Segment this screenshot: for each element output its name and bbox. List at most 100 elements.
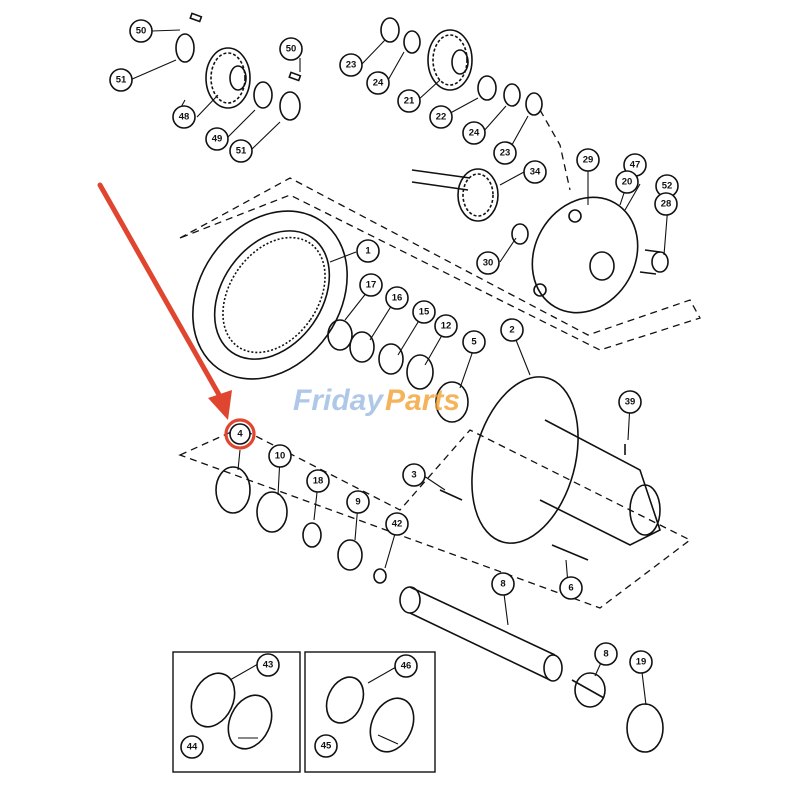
svg-text:23: 23 (346, 60, 357, 71)
svg-text:1: 1 (365, 246, 371, 257)
callout-4: 4 (229, 423, 251, 445)
svg-text:21: 21 (404, 96, 415, 107)
callout-23b: 23 (493, 141, 517, 165)
svg-text:12: 12 (441, 321, 452, 332)
svg-text:16: 16 (392, 293, 403, 304)
svg-text:2: 2 (509, 325, 514, 336)
callout-17: 17 (359, 273, 383, 297)
shaft-34 (411, 168, 499, 222)
svg-text:45: 45 (321, 741, 332, 752)
svg-text:3: 3 (411, 470, 416, 481)
washer-42 (373, 568, 387, 584)
callout-6: 6 (559, 576, 583, 600)
svg-text:24: 24 (469, 128, 480, 139)
callout-28: 28 (654, 192, 678, 216)
callout-5: 5 (462, 330, 486, 354)
svg-text:5: 5 (471, 337, 477, 348)
callout-51b: 51 (229, 139, 253, 163)
ring-17 (327, 319, 353, 351)
bearing-cone-10 (256, 491, 288, 533)
callout-2: 2 (500, 318, 524, 342)
red-arrowhead (208, 390, 232, 420)
seal-19 (626, 703, 664, 753)
callout-18: 18 (306, 469, 330, 493)
callout-24b: 24 (462, 121, 486, 145)
svg-text:24: 24 (373, 78, 384, 89)
ring-30 (511, 223, 529, 245)
svg-text:4: 4 (237, 429, 243, 440)
svg-text:8: 8 (603, 649, 608, 660)
washer-51b (279, 91, 301, 121)
upper-dashed-outline (179, 177, 701, 351)
svg-text:48: 48 (179, 112, 190, 123)
svg-text:22: 22 (436, 112, 447, 123)
gear-48 (205, 47, 251, 109)
svg-text:47: 47 (630, 160, 641, 171)
svg-text:8: 8 (500, 579, 505, 590)
planet-carrier (531, 196, 639, 314)
seal-9 (337, 539, 363, 571)
svg-text:20: 20 (622, 177, 633, 188)
callout-20: 20 (615, 170, 639, 194)
callout-24a: 24 (366, 71, 390, 95)
svg-text:6: 6 (568, 583, 573, 594)
svg-text:19: 19 (636, 657, 647, 668)
callout-50a: 50 (129, 19, 153, 43)
ring-15 (378, 343, 404, 375)
washer-51a (175, 33, 195, 63)
svg-text:28: 28 (661, 199, 672, 210)
callout-1: 1 (356, 239, 380, 263)
bolt-3 (439, 489, 463, 501)
ring-24a (403, 30, 421, 54)
callout-52: 52 (655, 174, 679, 198)
callout-8b: 8 (594, 642, 618, 666)
svg-text:43: 43 (263, 660, 274, 671)
svg-text:30: 30 (483, 258, 494, 269)
svg-text:10: 10 (275, 451, 286, 462)
leader-lines (129, 29, 669, 745)
highlight-ring (224, 418, 256, 450)
svg-text:9: 9 (355, 497, 360, 508)
callout-39: 39 (618, 390, 642, 414)
ring-49 (253, 81, 273, 109)
svg-text:50: 50 (286, 44, 297, 55)
callout-51a: 51 (109, 68, 133, 92)
svg-text:23: 23 (500, 148, 511, 159)
pin-50b (288, 71, 302, 82)
callout-34: 34 (523, 160, 547, 184)
svg-text:29: 29 (583, 155, 594, 166)
svg-text:39: 39 (625, 397, 636, 408)
callout-23a: 23 (339, 53, 363, 77)
svg-text:50: 50 (136, 26, 147, 37)
callout-50b: 50 (279, 37, 303, 61)
ring-43 (190, 672, 236, 728)
lower-dashed-outline (178, 427, 692, 609)
callout-49: 49 (205, 127, 229, 151)
svg-text:42: 42 (392, 519, 403, 530)
callout-12: 12 (434, 314, 458, 338)
watermark-logo: FridayParts (293, 384, 460, 417)
callout-8a: 8 (491, 572, 515, 596)
callout-19: 19 (629, 650, 653, 674)
callout-42: 42 (385, 512, 409, 536)
callout-44: 44 (180, 735, 204, 759)
callout-48: 48 (172, 105, 196, 129)
callout-16: 16 (385, 286, 409, 310)
ring-22 (477, 75, 497, 101)
red-pointer-arrow (97, 182, 225, 403)
bearing-12 (406, 354, 434, 390)
svg-text:34: 34 (530, 167, 541, 178)
seal-44 (227, 694, 273, 750)
svg-text:51: 51 (236, 146, 247, 157)
pin-50a (189, 12, 203, 23)
callout-29: 29 (576, 148, 600, 172)
svg-text:17: 17 (366, 280, 377, 291)
ring-24b (503, 83, 521, 107)
callout-10: 10 (268, 444, 292, 468)
bolt-6 (551, 544, 589, 561)
sleeve-8 (571, 672, 606, 708)
callout-15: 15 (412, 300, 436, 324)
callout-3: 3 (402, 463, 426, 487)
svg-text:46: 46 (401, 661, 412, 672)
